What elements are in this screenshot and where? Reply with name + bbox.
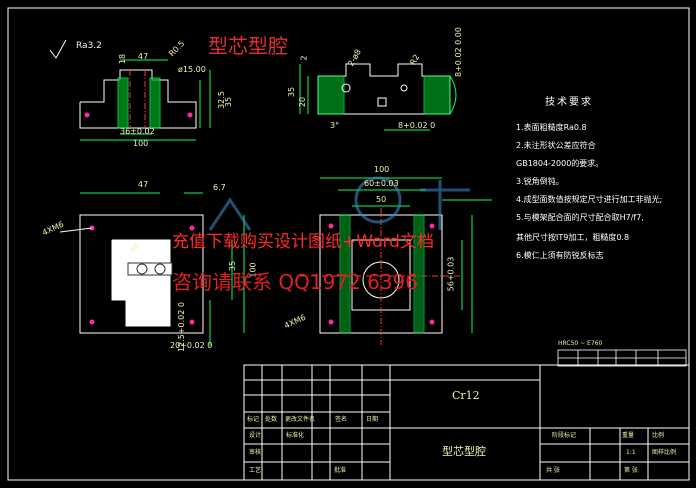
front-dim-36: 36±0.02 [120, 127, 155, 136]
cavity-dim-56: 56+0.03 [446, 256, 456, 292]
plan-dim-6.7: 6.7 [213, 183, 226, 192]
front-dim-100: 100 [133, 139, 149, 148]
tb-qty: 处数 [265, 416, 278, 423]
watermark-logo [208, 176, 470, 231]
tb-scale-value: 1:1 [626, 449, 636, 456]
tb-sign: 签名 [335, 416, 348, 423]
title-block [243, 364, 690, 481]
tb-mark: 标记 [247, 416, 260, 423]
tech-item-2: 2.未注形状公差应符合 [516, 141, 596, 150]
tb-std: 标准化 [286, 432, 305, 439]
part-name-value: 型芯型腔 [442, 445, 486, 458]
tech-item-4: 3.锐角倒钝。 [516, 177, 564, 186]
tb-approve: 批准 [334, 467, 347, 474]
tech-item-5: 4.成型面数值按规定尺寸进行加工非抛光; [516, 195, 663, 204]
front-view [79, 59, 211, 141]
front-dim-35: 35 [224, 96, 234, 108]
tech-item-7: 其他尺寸按IT9加工，粗糙度0.8 [516, 233, 630, 242]
cavity-view [300, 177, 492, 345]
tech-item-6: 5.与模架配合面的尺寸配合取H7/f7, [516, 213, 644, 222]
tech-heading: 技术要求 [545, 97, 593, 108]
tech-item-1: 1.表面粗糙度Ra0.8 [516, 123, 587, 132]
cavity-dim-60: 60±0.03 [364, 179, 399, 188]
watermark-line-1: 充值下载购买设计图纸+Word文档 [172, 232, 434, 252]
side-dim-20: 20 [298, 96, 308, 108]
front-dim-phi15: ø15.00 [178, 65, 206, 74]
side-dim-tol8: 8+0.02 0.00 [453, 27, 463, 77]
roughness-symbol [49, 39, 67, 59]
plan-view [59, 192, 245, 346]
material-value: Cr12 [452, 389, 480, 402]
side-dim-2: 2 [299, 55, 309, 61]
front-dim-47: 47 [138, 52, 149, 61]
cavity-dim-100: 100 [374, 165, 390, 174]
tb-check: 审核 [249, 449, 262, 456]
tb-design: 设计 [249, 432, 262, 439]
plan-dim-12.5: 12.5+0.02 0 [177, 302, 186, 352]
tb-ratio: 图样比例 [652, 449, 677, 456]
tb-scale: 比例 [652, 432, 665, 439]
side-dim-tol8b: 8+0.02 0 [398, 121, 436, 130]
hardness-label: HRC50 ~ E760 [558, 340, 603, 347]
tech-item-3: GB1804-2000的要求。 [516, 159, 604, 168]
tb-craft: 工艺 [249, 467, 262, 474]
side-view [299, 63, 457, 131]
side-dim-angle3: 3° [330, 121, 340, 130]
plan-dim-47: 47 [138, 180, 149, 189]
tb-sheet: 共 张 [546, 467, 560, 474]
cavity-dim-50: 50 [376, 195, 387, 204]
hardness-table [557, 349, 687, 367]
tb-page: 第 张 [624, 467, 638, 474]
drawing-title: 型芯型腔 [208, 34, 288, 58]
tb-date: 日期 [366, 416, 379, 423]
plan-dim-20: 20+0.02 0 [170, 341, 213, 350]
watermark-line-2: 咨询请联系 QQ1972 6396 [172, 270, 418, 294]
side-dim-35: 35 [287, 86, 297, 98]
front-dim-18: 18 [118, 53, 128, 65]
tb-stage: 阶段标记 [552, 432, 577, 439]
tech-item-8: 6.模仁上须有防锐反标志 [516, 251, 604, 260]
tb-weight: 重量 [622, 432, 635, 439]
tb-zone: 更改文件名 [285, 416, 316, 423]
roughness-label: Ra3.2 [76, 41, 102, 51]
